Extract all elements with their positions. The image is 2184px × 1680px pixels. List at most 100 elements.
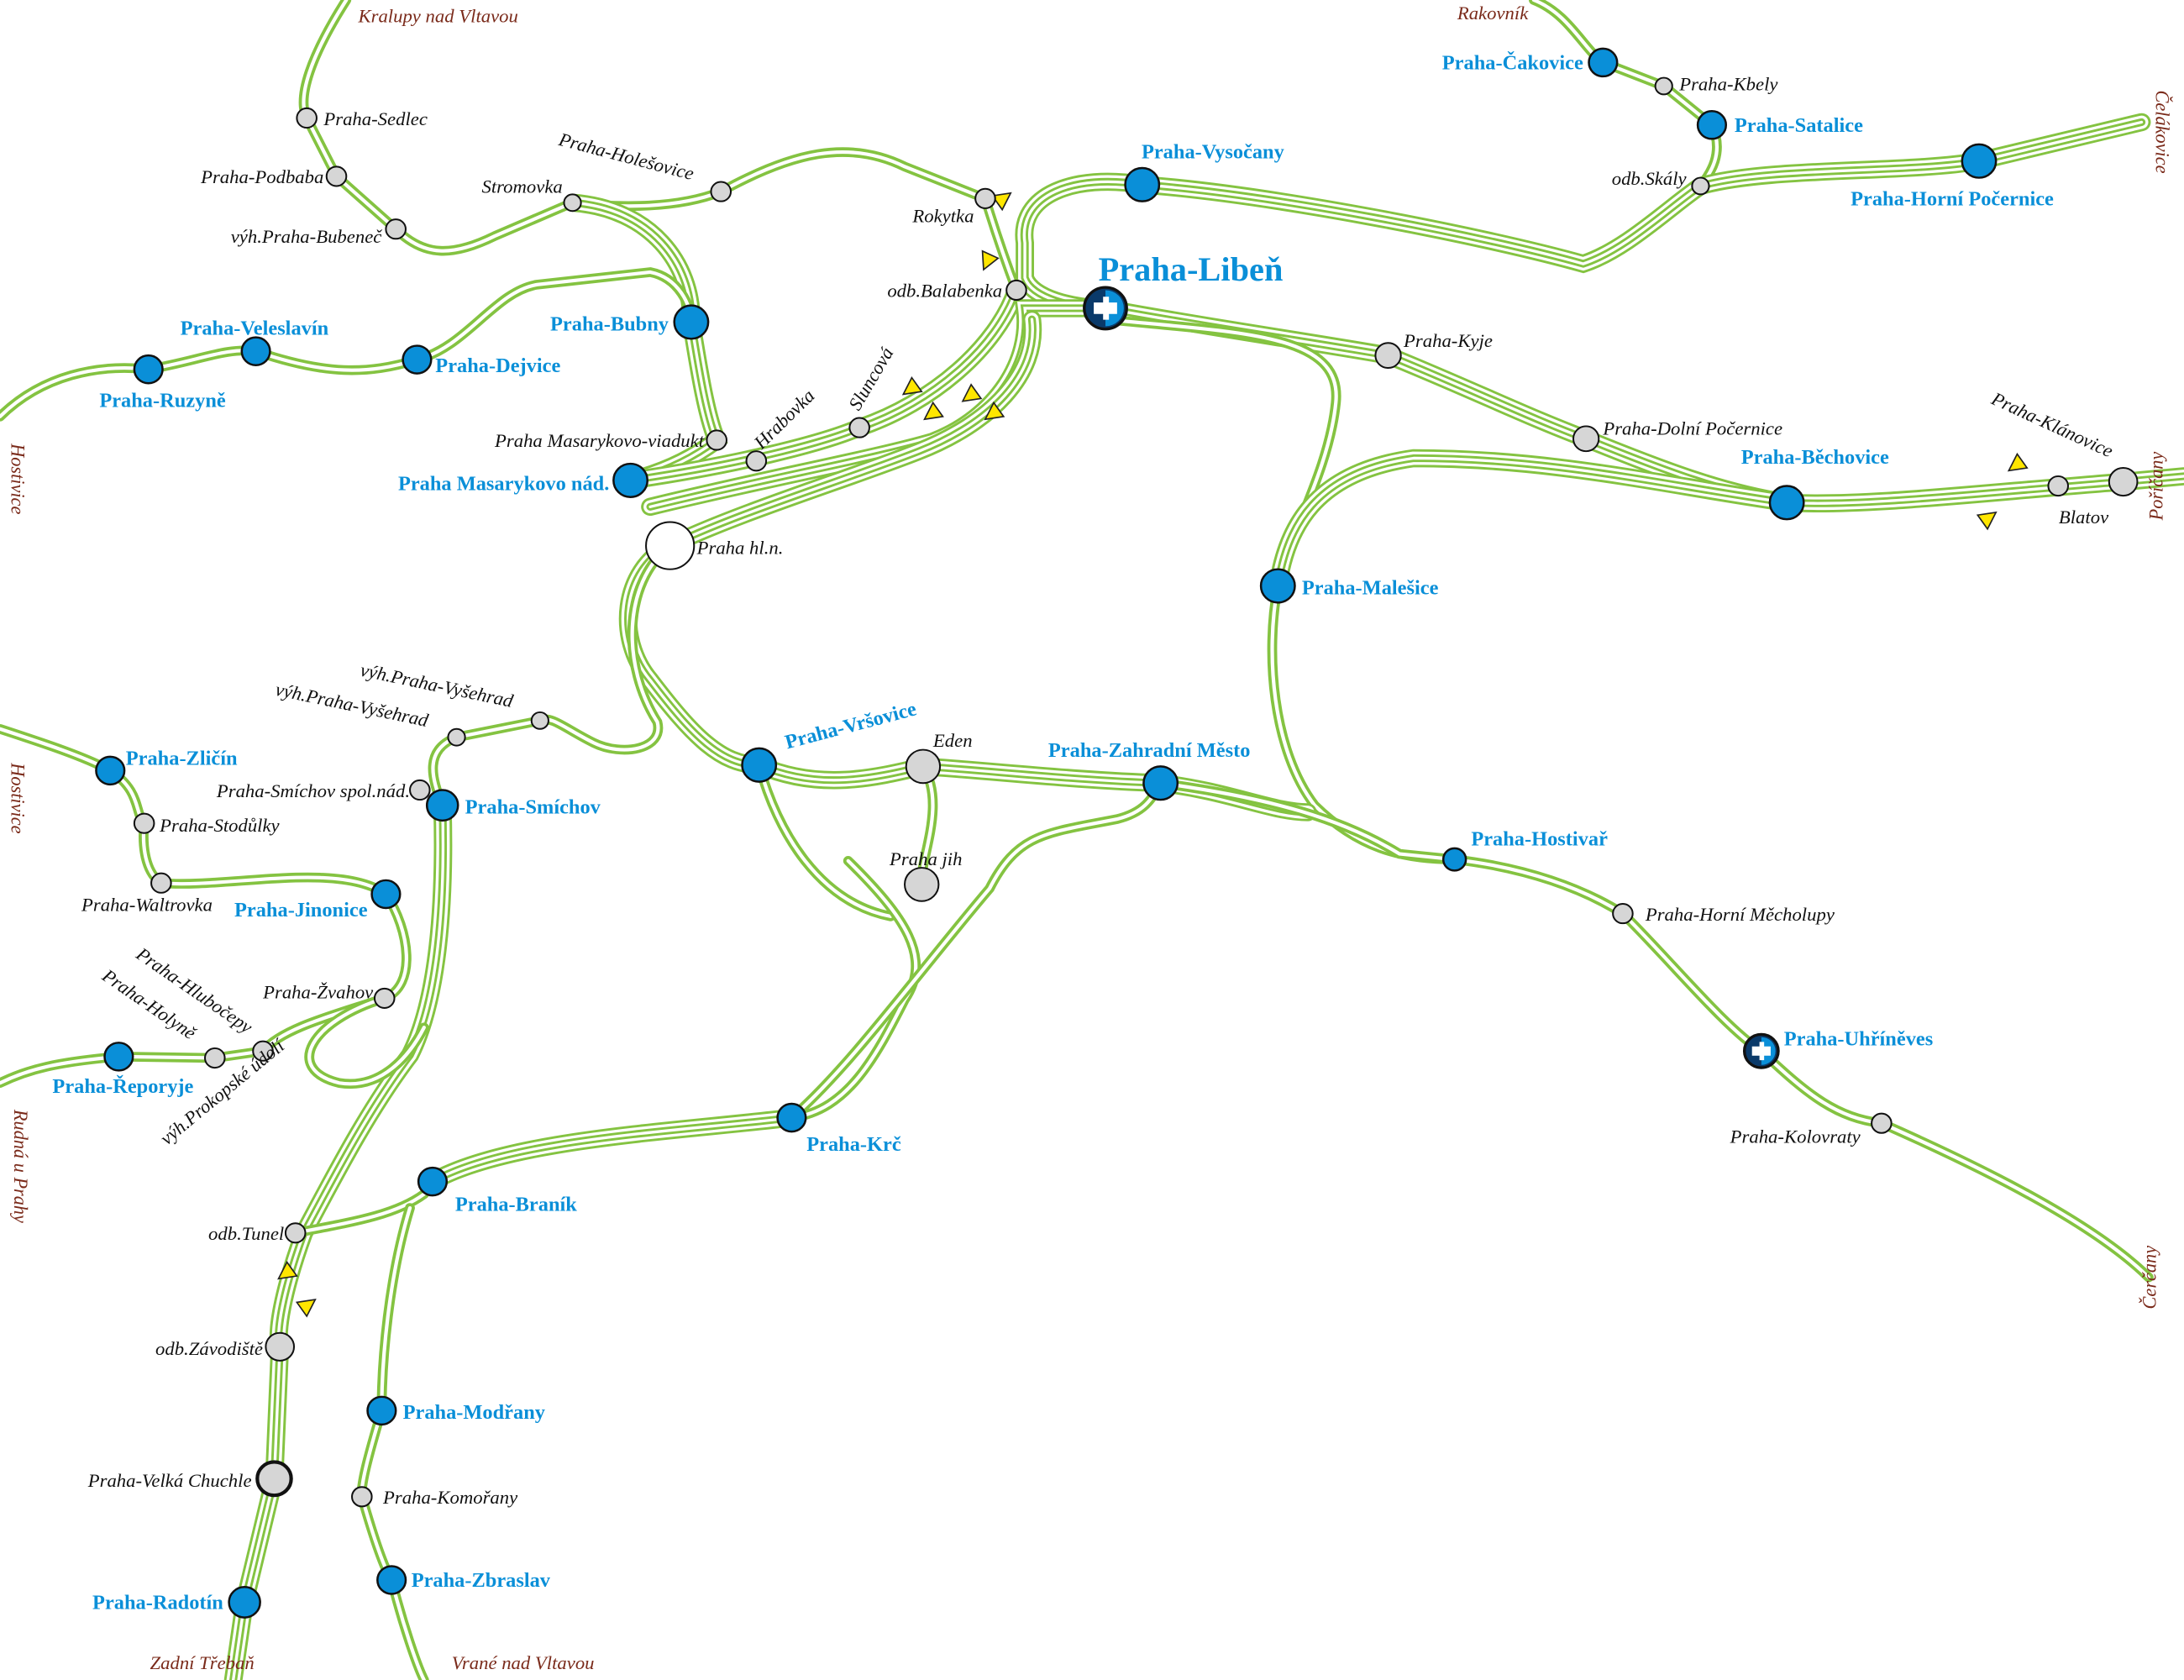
major-station-marker[interactable]	[366, 1395, 397, 1426]
major-station-label: Praha-Zahradní Město	[1048, 739, 1250, 762]
minor-station-marker[interactable]	[2108, 467, 2139, 497]
minor-station-marker[interactable]	[904, 867, 940, 902]
minor-station-marker[interactable]	[563, 193, 582, 213]
line-destination-label: Čelákovice	[2151, 90, 2173, 173]
railway-track	[431, 1116, 794, 1184]
signal-triangle-icon	[923, 401, 944, 421]
major-station-marker[interactable]	[1696, 109, 1728, 140]
minor-station-label: Praha-Podbaba	[200, 166, 323, 187]
railway-track	[428, 1114, 796, 1186]
minor-station-marker[interactable]	[1374, 342, 1402, 370]
major-station-marker[interactable]	[402, 344, 433, 375]
major-station-marker[interactable]	[1259, 568, 1296, 604]
railway-track	[668, 318, 1034, 548]
minor-station-label: Praha-Horní Měcholupy	[1645, 904, 1835, 925]
minor-station-label: Praha hl.n.	[696, 538, 784, 559]
minor-station-marker[interactable]	[645, 521, 696, 570]
major-station-marker[interactable]	[240, 336, 271, 366]
line-destination-label: Zadní Třebaň	[150, 1652, 255, 1673]
minor-station-marker[interactable]	[2047, 475, 2070, 497]
major-station-marker[interactable]	[133, 354, 164, 385]
minor-station-label: odb.Závodiště	[155, 1338, 264, 1359]
minor-station-marker[interactable]	[133, 812, 155, 834]
minor-station-marker[interactable]	[974, 187, 996, 209]
major-station-marker[interactable]	[1142, 765, 1179, 801]
minor-station-marker[interactable]	[265, 1331, 296, 1362]
railway-track	[757, 763, 893, 918]
minor-station-marker[interactable]	[1005, 279, 1027, 302]
minor-station-marker[interactable]	[905, 748, 942, 785]
minor-station-marker[interactable]	[848, 417, 870, 438]
major-station-label: Praha-Zličín	[126, 748, 238, 770]
line-destination-label: Vrané nad Vltavou	[452, 1652, 595, 1673]
minor-station-marker[interactable]	[373, 987, 396, 1009]
minor-station-label: Praha jih	[889, 848, 962, 869]
major-station-label: Praha Masarykovo nád.	[398, 473, 609, 496]
major-station-marker[interactable]	[370, 879, 402, 910]
major-station-marker[interactable]	[1961, 143, 1998, 179]
signal-triangle-icon	[981, 249, 1000, 271]
minor-station-marker[interactable]	[1572, 425, 1600, 453]
major-station-marker[interactable]	[1768, 485, 1805, 521]
hub-station-icon[interactable]	[1742, 1032, 1780, 1069]
major-station-marker[interactable]	[1588, 47, 1619, 78]
minor-station-marker[interactable]	[1691, 176, 1710, 196]
major-station-marker[interactable]	[1441, 847, 1467, 872]
major-station-label: Praha-Vysočany	[1142, 141, 1284, 164]
minor-station-marker[interactable]	[150, 872, 172, 894]
line-destination-label: Poříčany	[2146, 452, 2167, 522]
major-station-marker[interactable]	[376, 1565, 407, 1595]
signal-triangle-icon	[990, 192, 1012, 212]
major-station-label: Praha-Radotín	[92, 1592, 223, 1614]
railway-track	[231, 804, 445, 1680]
minor-station-label: Praha-Stodůlky	[159, 815, 280, 836]
major-station-marker[interactable]	[612, 462, 649, 498]
major-station-label: Praha-Jinonice	[234, 899, 368, 921]
major-station-label: Praha-Smíchov	[465, 796, 601, 819]
minor-station-marker[interactable]	[530, 711, 549, 730]
minor-station-label: Praha-Kyje	[1403, 330, 1493, 351]
minor-station-marker[interactable]	[710, 181, 732, 202]
signal-triangle-icon	[961, 383, 983, 402]
railway-track	[570, 201, 719, 482]
minor-station-label: Praha-Velká Chuchle	[87, 1470, 252, 1491]
minor-station-label: Praha-Holešovice	[556, 129, 696, 184]
minor-station-marker[interactable]	[1612, 903, 1634, 925]
railway-track	[624, 542, 1312, 816]
minor-station-marker[interactable]	[296, 107, 318, 129]
line-destination-label: Hostivice	[7, 762, 28, 833]
minor-station-marker[interactable]	[255, 1460, 293, 1498]
minor-station-marker[interactable]	[284, 1222, 307, 1244]
hub-station-icon[interactable]	[1083, 286, 1128, 331]
major-station-label: Praha-Krč	[806, 1133, 901, 1156]
major-station-marker[interactable]	[228, 1586, 261, 1619]
major-station-marker[interactable]	[425, 789, 459, 822]
minor-station-marker[interactable]	[447, 727, 466, 747]
major-station-marker[interactable]	[1124, 166, 1161, 202]
minor-station-label: Praha-Žvahov	[262, 982, 373, 1003]
major-station-marker[interactable]	[95, 755, 126, 786]
major-station-marker[interactable]	[673, 304, 710, 340]
minor-station-label: Praha-Smíchov spol.nád.	[216, 780, 410, 801]
minor-station-marker[interactable]	[325, 165, 348, 187]
label-layer: Praha-LibeňPraha-UhříněvesPraha-Čakovice…	[7, 3, 2173, 1672]
minor-station-marker[interactable]	[385, 218, 407, 240]
minor-station-marker[interactable]	[409, 779, 431, 801]
major-station-marker[interactable]	[417, 1166, 449, 1197]
major-station-marker[interactable]	[741, 747, 778, 783]
minor-station-label: Praha-Komořany	[382, 1487, 517, 1508]
major-station-marker[interactable]	[776, 1102, 807, 1133]
minor-station-marker[interactable]	[252, 1040, 274, 1062]
railway-track	[786, 778, 1166, 1123]
major-station-label: Praha-Řeporyje	[52, 1074, 193, 1098]
major-station-marker[interactable]	[103, 1042, 134, 1072]
minor-station-marker[interactable]	[1871, 1112, 1893, 1134]
minor-station-label: Blatov	[2059, 507, 2108, 528]
minor-station-marker[interactable]	[745, 450, 768, 472]
minor-station-marker[interactable]	[1654, 76, 1673, 96]
minor-station-marker[interactable]	[706, 429, 727, 451]
major-station-label: Praha-Hostivař	[1471, 828, 1608, 851]
minor-station-marker[interactable]	[351, 1486, 373, 1508]
minor-station-marker[interactable]	[204, 1047, 226, 1069]
